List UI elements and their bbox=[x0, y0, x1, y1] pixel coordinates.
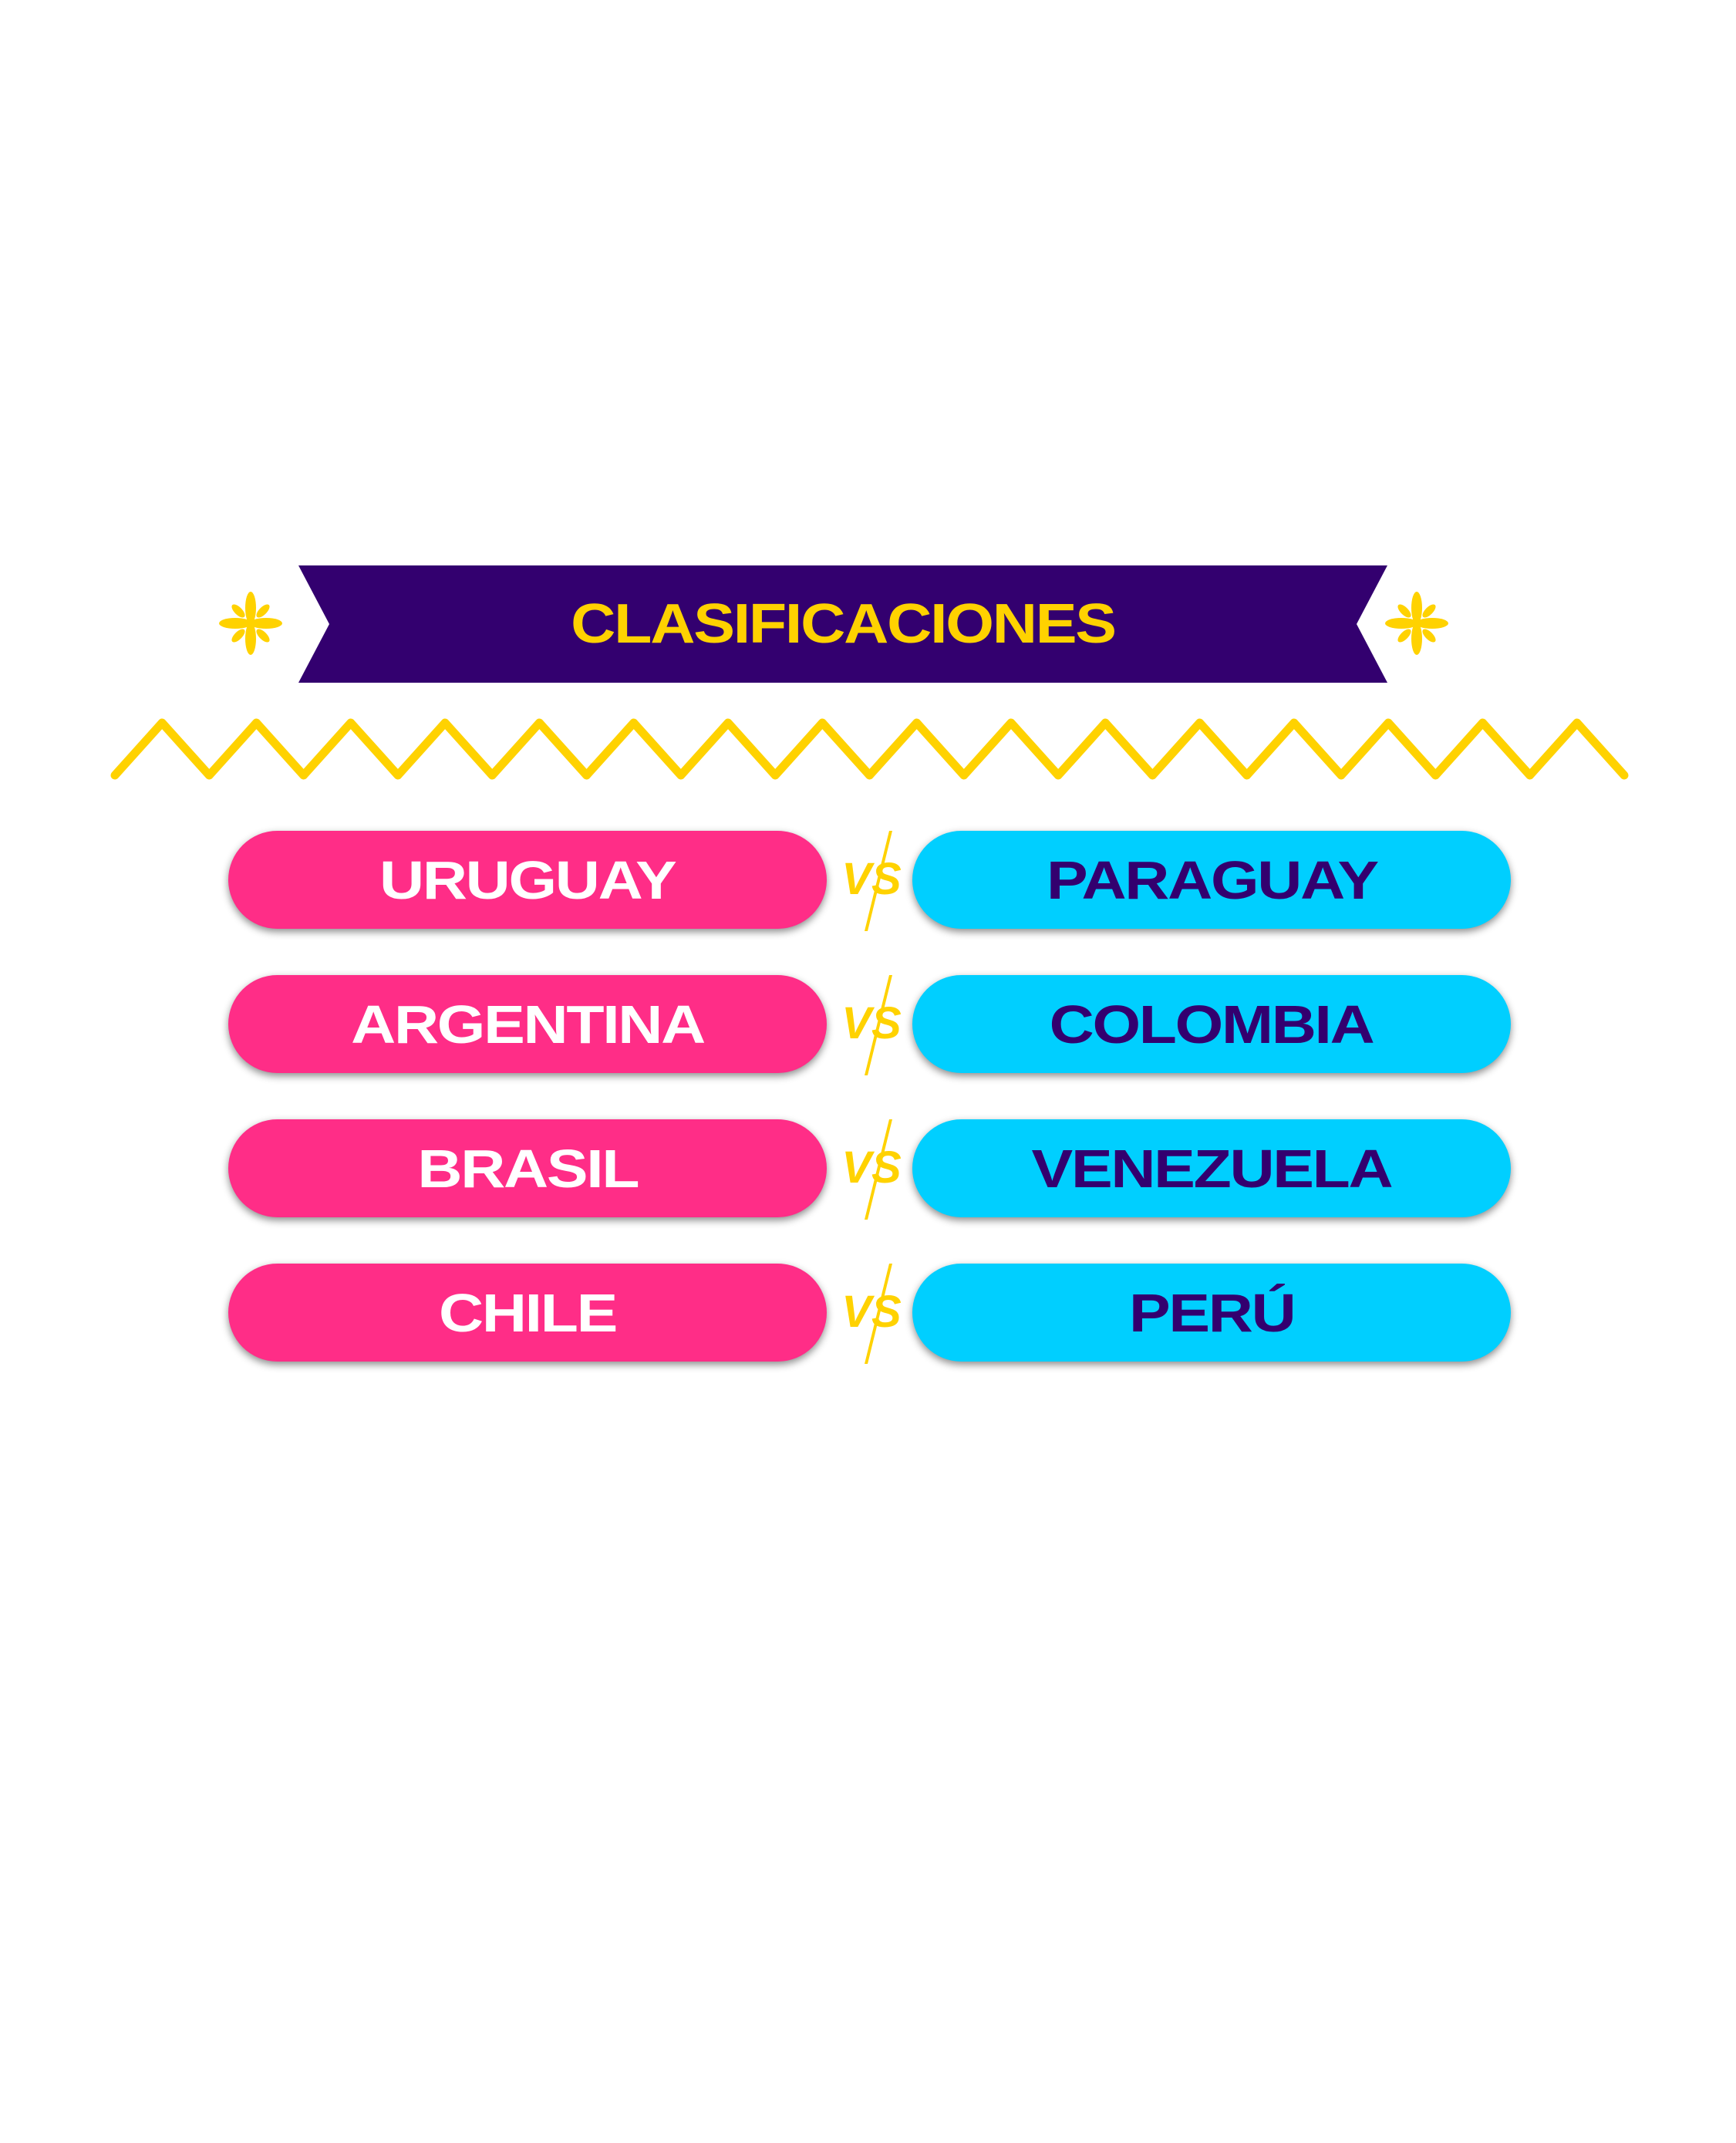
away-team-name: COLOMBIA bbox=[1050, 994, 1375, 1055]
away-team-pill: VENEZUELA bbox=[912, 1119, 1511, 1217]
home-team-pill: CHILE bbox=[228, 1264, 827, 1362]
sparkle-icon-right bbox=[1385, 592, 1448, 655]
page-title: CLASIFICACIONES bbox=[571, 593, 1117, 655]
away-team-name: PERÚ bbox=[1128, 1282, 1296, 1343]
zigzag-divider bbox=[110, 718, 1629, 780]
title-banner bbox=[298, 565, 1387, 683]
vs-icon: VS bbox=[841, 831, 902, 931]
away-team-pill: COLOMBIA bbox=[912, 975, 1511, 1073]
away-team-name: VENEZUELA bbox=[1031, 1138, 1394, 1199]
vs-label: VS bbox=[841, 998, 902, 1048]
home-team-name: URUGUAY bbox=[379, 849, 677, 910]
away-team-pill: PERÚ bbox=[912, 1264, 1511, 1362]
away-team-name: PARAGUAY bbox=[1046, 849, 1379, 910]
home-team-name: CHILE bbox=[439, 1282, 618, 1343]
vs-label: VS bbox=[841, 1142, 902, 1193]
vs-label: VS bbox=[841, 1287, 902, 1337]
sparkle-icon-left bbox=[219, 592, 282, 655]
home-team-pill: BRASIL bbox=[228, 1119, 827, 1217]
vs-label: VS bbox=[841, 854, 902, 904]
vs-icon: VS bbox=[841, 1119, 902, 1220]
home-team-pill: URUGUAY bbox=[228, 831, 827, 929]
home-team-pill: ARGENTINA bbox=[228, 975, 827, 1073]
vs-icon: VS bbox=[841, 975, 902, 1075]
home-team-name: BRASIL bbox=[417, 1138, 639, 1199]
vs-icon: VS bbox=[841, 1264, 902, 1364]
away-team-pill: PARAGUAY bbox=[912, 831, 1511, 929]
home-team-name: ARGENTINA bbox=[351, 994, 706, 1055]
